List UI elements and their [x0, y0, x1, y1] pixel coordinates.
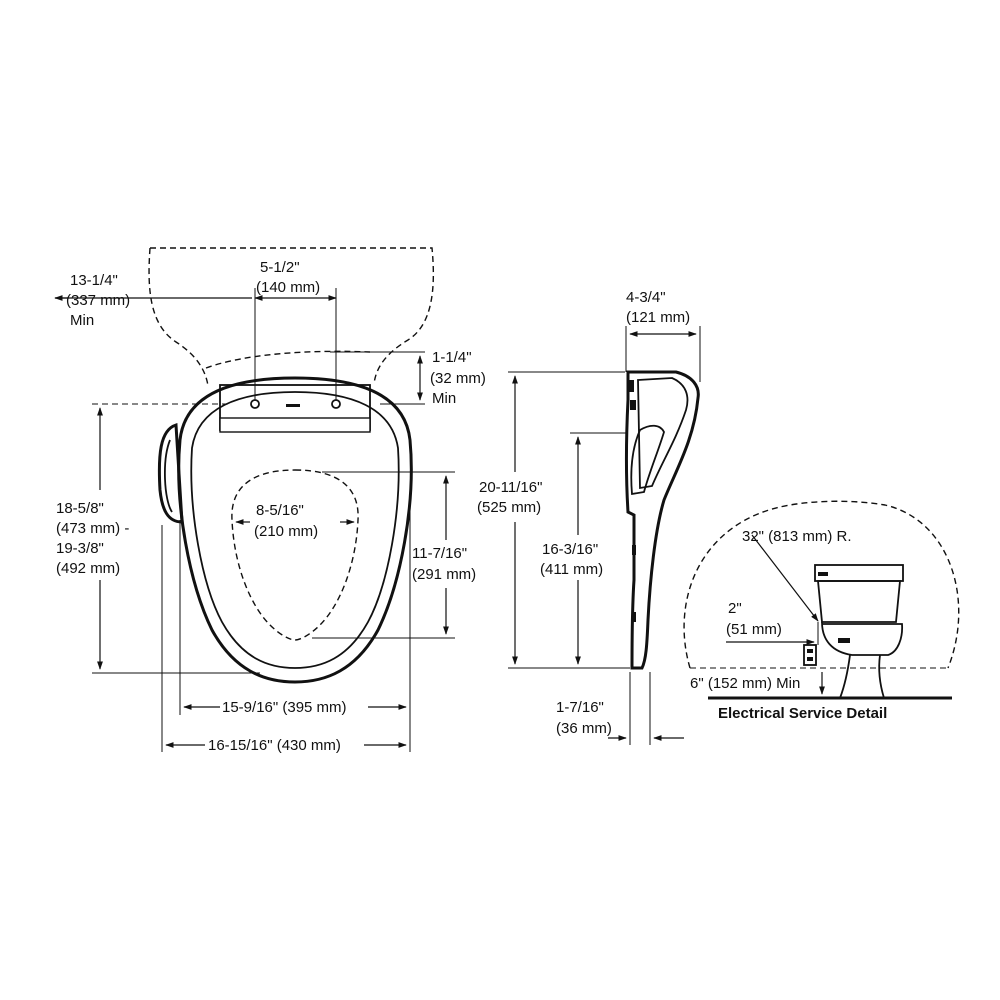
toilet-pedestal — [838, 654, 886, 699]
bowl-dashed-outline — [148, 247, 435, 387]
electrical-detail: 32" (813 mm) R. 2" (51 mm) 6" (152 mm) M… — [683, 500, 960, 722]
front-view: 13-1/4" (337 mm) Min 5-1/2" (140 mm) 1-1… — [54, 247, 486, 754]
radius-line — [751, 534, 819, 622]
height-label-2: (525 mm) — [477, 499, 541, 516]
side-detail-3 — [632, 545, 636, 555]
bolt-spacing-label-1: 5-1/2" — [260, 259, 300, 276]
outlet-box — [803, 644, 817, 666]
radius-arc-dashed — [683, 500, 960, 669]
side-profile-arm — [630, 424, 665, 496]
thickness-label-2: (36 mm) — [556, 720, 612, 737]
seat-length-label-1: 18-5/8" — [56, 500, 104, 517]
seat-length-label-2: (473 mm) - — [56, 520, 129, 537]
side-view: 4-3/4" (121 mm) 20-11/16" (525 mm) 16-3/… — [477, 289, 701, 745]
height-label-1: 20-11/16" — [479, 479, 542, 496]
total-width-label: 16-15/16" (430 mm) — [208, 737, 341, 754]
bowl-detail — [838, 638, 850, 643]
thickness-label-1: 1-7/16" — [556, 699, 604, 716]
opening-width-label-2: (210 mm) — [254, 523, 318, 540]
opening-length-label-2: (291 mm) — [412, 566, 476, 583]
inner-label-1: 16-3/16" — [542, 541, 598, 558]
seat-length-label-4: (492 mm) — [56, 560, 120, 577]
seat-length-label-3: 19-3/8" — [56, 540, 104, 557]
toilet-bowl — [821, 621, 903, 656]
opening-width-label-1: 8-5/16" — [256, 502, 304, 519]
outlet-slot-2 — [807, 657, 813, 661]
depth-label-1: 4-3/4" — [626, 289, 666, 306]
tank-lid — [814, 564, 904, 582]
radius-label: 32" (813 mm) R. — [742, 528, 852, 545]
tank-body — [817, 580, 901, 623]
inner-label-2: (411 mm) — [540, 561, 603, 578]
side-panel-inner — [164, 439, 173, 513]
side-profile — [625, 370, 700, 670]
left-bolt-hole — [250, 399, 260, 409]
side-control-panel — [157, 422, 184, 524]
brand-mark — [286, 404, 300, 407]
side-detail-1 — [628, 380, 634, 392]
side-detail-4 — [632, 612, 636, 622]
outlet-label-1: 2" — [728, 600, 742, 617]
bowl-dashed-rim — [205, 350, 371, 369]
outlet-label-2: (51 mm) — [726, 621, 782, 638]
bolt-spacing-label-2: (140 mm) — [256, 279, 320, 296]
rear-clear-label-1: 1-1/4" — [432, 349, 472, 366]
rear-housing-strip — [219, 417, 371, 433]
side-detail-2 — [630, 400, 636, 410]
bowl-front-label-3: Min — [70, 312, 94, 329]
bowl-front-label-1: 13-1/4" — [70, 272, 118, 289]
depth-label-2: (121 mm) — [626, 309, 690, 326]
side-profile-lid — [637, 377, 689, 490]
seat-opening-dashed — [231, 469, 359, 641]
rear-clear-label-2: (32 mm) — [430, 370, 486, 387]
outlet-slot-1 — [807, 649, 813, 653]
rear-clear-label-3: Min — [432, 390, 456, 407]
seat-width-label: 15-9/16" (395 mm) — [222, 699, 347, 716]
opening-length-label-1: 11-7/16" — [412, 545, 467, 562]
min-height-label: 6" (152 mm) Min — [690, 675, 800, 692]
electrical-detail-title: Electrical Service Detail — [718, 705, 887, 722]
tank-lever — [818, 572, 828, 576]
seat-outline — [177, 376, 413, 684]
right-bolt-hole — [331, 399, 341, 409]
bowl-front-label-2: (337 mm) — [66, 292, 130, 309]
seat-inner-edge — [190, 391, 400, 669]
